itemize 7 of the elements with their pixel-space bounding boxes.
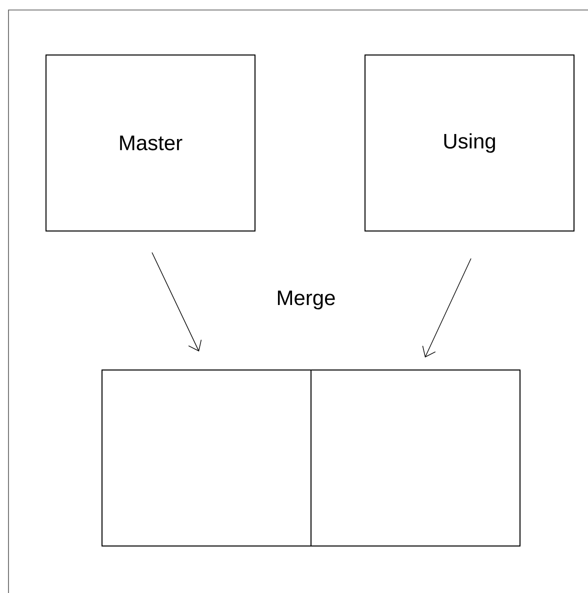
- arrow: [152, 252, 202, 352]
- empty-box: [102, 370, 312, 546]
- merge-label: Merge: [278, 290, 335, 310]
- process-box: Master: [46, 54, 256, 232]
- process-box: Using: [364, 54, 574, 232]
- empty-box: [310, 370, 520, 546]
- arrow: [422, 258, 472, 358]
